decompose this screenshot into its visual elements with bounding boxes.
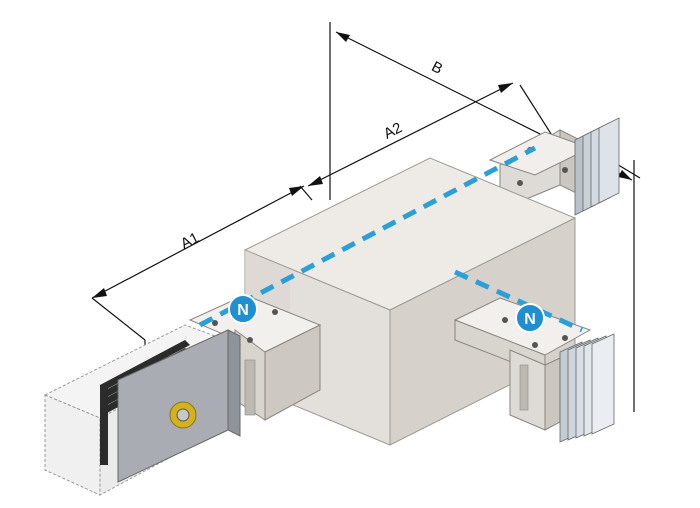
neutral-label-left: N <box>237 302 249 319</box>
dimension-label-a2: A2 <box>381 119 405 142</box>
right-end-plates <box>559 333 615 443</box>
neutral-n-badge-icon: N <box>515 303 545 333</box>
dimension-arrowheads <box>92 32 632 298</box>
busbar-section-left-arm <box>188 294 322 421</box>
neutral-n-badge-icon: N <box>228 294 258 324</box>
neutral-path <box>198 145 584 333</box>
dimension-label-a1: A1 <box>178 229 202 252</box>
busbar-section-far <box>488 117 620 216</box>
left-end-connector <box>43 324 242 496</box>
neutral-label-right: N <box>524 311 536 328</box>
far-end-plates <box>574 117 620 216</box>
dimension-label-b: B <box>429 58 446 78</box>
bolt-icon <box>169 401 197 429</box>
